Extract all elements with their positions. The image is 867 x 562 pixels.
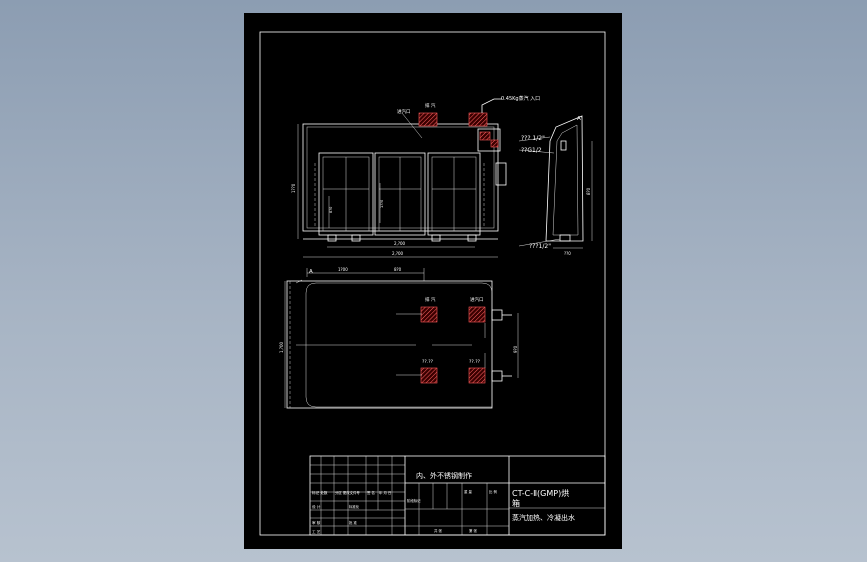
dim-inner-height: 1??0 [380,200,384,208]
front-elevation [297,98,507,258]
header-5: 阶段标记 [407,498,421,503]
drawing-title: CT-C-Ⅱ(GMP)烘 [512,488,569,498]
header-7: 比 例 [489,489,497,494]
plan-note-1: 排 汽 [425,296,436,303]
drawing-subtitle: 蒸汽加热、冷凝出水 [512,513,575,522]
plan-view [284,268,519,409]
material-note: 内、外不锈钢制作 [416,471,472,480]
side-elevation [518,115,593,249]
header-9: 共 张 [434,528,442,533]
header-3: 年 月 日 [379,490,391,495]
header-1: 分区 更改文件号 [335,490,360,495]
side-handle [495,162,507,186]
drawing-sheet: 进汽口 排 汽 0.45Kg蒸汽 入口 A' A ??? 1/2" ??G1/2… [244,13,622,549]
drawing-title-cont: 箱 [512,498,520,508]
header-2: 签 名 [367,490,375,495]
plan-note-2: 进汽口 [470,296,484,303]
header-8: 批 准 [349,520,357,525]
row-label-4: 工 艺 [312,529,321,534]
title-block [309,455,606,536]
plan-outline [286,280,493,409]
cabinet-outline [302,123,499,232]
dim-plan-height: 1,?00 [279,342,284,353]
plan-note-4: ??.?? [469,359,481,365]
dim-plan-left: 1?00 [338,267,348,272]
dim-height-front: 1??0 [291,183,296,193]
dim-width-inner: 2,?00 [394,241,405,246]
row-label-2: 设 计 [312,504,321,509]
door-panel-1 [318,152,374,236]
note-thread-3: ???1/2" [529,243,551,250]
row-label-3: 审 核 [312,520,321,525]
plan-vent-4 [468,367,486,384]
plan-vent-2 [468,306,486,323]
side-profile [545,115,584,242]
note-section-ap: A' [577,116,582,122]
row-label-1: 标记 处数 [312,490,328,495]
steam-valve [477,128,501,152]
dim-shelf: 8?0 [329,207,333,213]
plan-vent-1 [420,306,438,323]
drawing-svg: 进汽口 排 汽 0.45Kg蒸汽 入口 A' A ??? 1/2" ??G1/2… [259,31,606,536]
note-exhaust: 排 汽 [425,102,436,109]
steam-inlet-hatch [468,112,488,127]
door-panel-3 [427,152,481,236]
note-steam-inlet: 0.45Kg蒸汽 入口 [501,95,540,102]
header-10: 第 张 [469,528,477,533]
annotation-text: 进汽口 排 汽 0.45Kg蒸汽 入口 A' A ??? 1/2" ??G1/2… [279,95,591,365]
dim-width-overall: 2,?00 [392,251,403,256]
header-6: 重 量 [464,489,472,494]
note-thread-1: ??? 1/2" [521,135,545,142]
exhaust-vent-hatch [418,112,438,127]
dim-plan-span: 9?0 [513,345,518,353]
plan-inner-outline [305,282,493,408]
dim-plan-right: 8?0 [394,267,402,272]
note-section-a: A [309,269,313,275]
header-4: 标准化 [349,504,360,509]
plan-note-3: ??.?? [422,359,434,365]
dim-side-width: ??0 [564,251,571,256]
note-inlet: 进汽口 [397,108,411,115]
title-block-text: 内、外不锈钢制作 CT-C-Ⅱ(GMP)烘 箱 蒸汽加热、冷凝出水 标记 处数 … [312,471,575,534]
dim-side-height: 8?0 [586,187,591,195]
plan-vent-3 [420,367,438,384]
note-thread-2: ??G1/2 [521,147,542,154]
